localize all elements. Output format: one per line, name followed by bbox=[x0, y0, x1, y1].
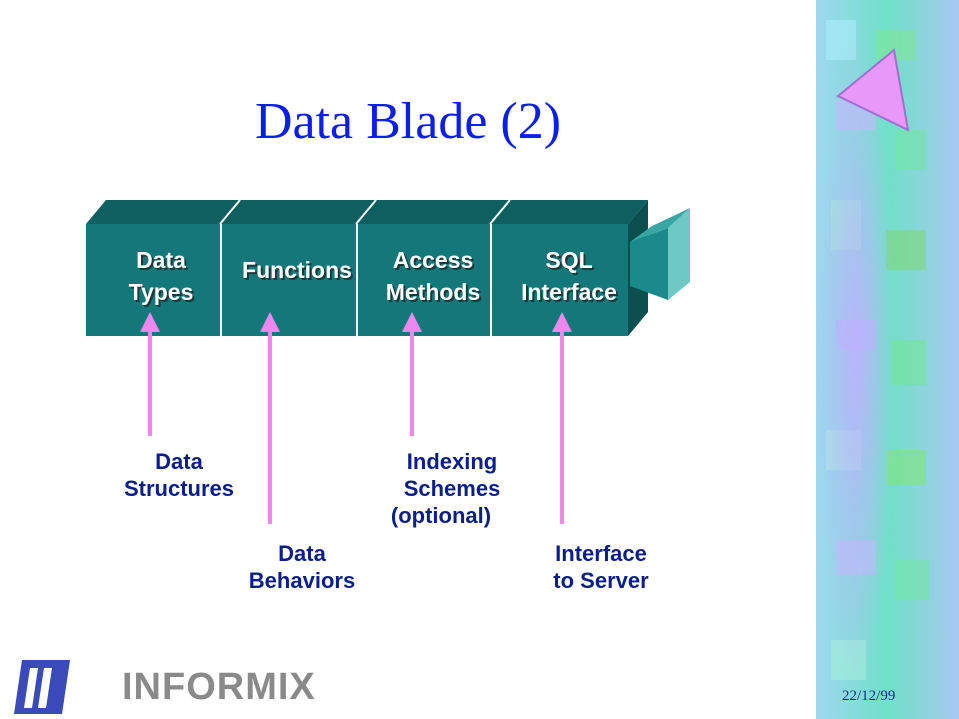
play-arrow-icon bbox=[836, 48, 910, 132]
slide-title: Data Blade (2) bbox=[254, 93, 562, 150]
block-label-sql-interface: SQL Interface bbox=[521, 247, 617, 305]
arrow-access-methods bbox=[402, 312, 422, 436]
block-access-methods bbox=[358, 224, 490, 336]
block-data-types bbox=[86, 224, 220, 336]
decorative-sidebar bbox=[816, 0, 959, 719]
desc-data-behaviors: Data Behaviors bbox=[248, 541, 356, 593]
connector-plug bbox=[630, 228, 668, 300]
block-label-access-methods: Access Methods bbox=[385, 247, 481, 305]
informix-logo bbox=[14, 660, 70, 714]
desc-interface-to-server: Interface to Server bbox=[553, 541, 649, 593]
arrow-data-types bbox=[140, 312, 160, 436]
desc-data-structures: Data Structures bbox=[123, 449, 235, 501]
arrow-functions bbox=[260, 312, 280, 524]
brand-wordmark: INFORMIX bbox=[122, 666, 316, 708]
arrow-sql-interface bbox=[552, 312, 572, 524]
slide-date: 22/12/99 bbox=[842, 688, 896, 704]
block-label-functions: Functions bbox=[242, 257, 352, 283]
block-functions bbox=[222, 224, 356, 336]
desc-indexing-schemes: Indexing Schemes (optional) bbox=[390, 449, 501, 528]
block-label-data-types: Data Types bbox=[128, 247, 194, 305]
datablade-diagram bbox=[14, 199, 690, 714]
